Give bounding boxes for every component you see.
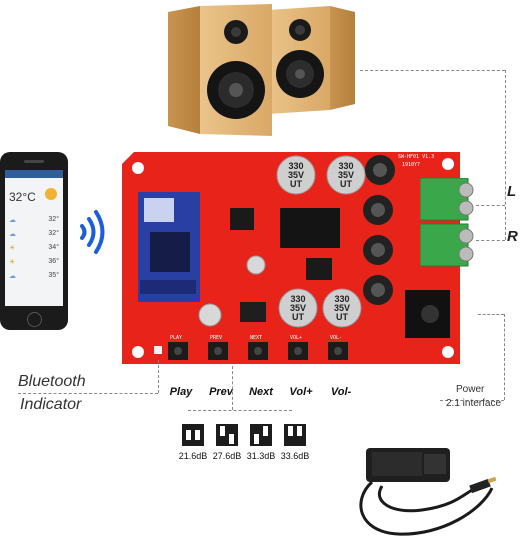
- jumper-pin: [254, 434, 259, 444]
- gain-jumper-1: [182, 424, 204, 446]
- speaker-terminal-block: [419, 177, 476, 268]
- forecast-icon: ☁: [9, 217, 16, 224]
- gain-label-3: 31.3dB: [246, 451, 276, 461]
- gain-jumper-group: 21.6dB 27.6dB 31.3dB 33.6dB: [176, 424, 316, 464]
- forecast-row: ☁35°: [9, 272, 59, 286]
- gain-jumper-3: [250, 424, 272, 446]
- silk-prev: PREV: [210, 335, 223, 341]
- phone-screen: 32°C ☁32° ☁32° ☀34° ☀36° ☁35°: [5, 170, 63, 306]
- forecast-icon: ☀: [9, 245, 16, 252]
- silk-play: PLAY: [170, 335, 183, 341]
- power-connector-v: [504, 314, 505, 400]
- phone-speaker-slot: [24, 160, 44, 163]
- forecast-icon: ☁: [9, 273, 16, 280]
- smartphone: 32°C ☁32° ☁32° ☀34° ☀36° ☁35°: [0, 152, 68, 330]
- channel-right-label: R: [507, 228, 518, 245]
- gain-jumper-2: [216, 424, 238, 446]
- board-date-text: 1910Y7: [402, 162, 421, 168]
- forecast-icon: ☁: [9, 231, 16, 238]
- button-label-play: Play: [169, 386, 193, 398]
- button-label-next: Next: [249, 386, 273, 398]
- jumper-pin: [186, 430, 191, 440]
- power-connector-h: [478, 314, 504, 315]
- power-connector-bottom: [440, 400, 504, 401]
- jumper-pin: [288, 426, 293, 436]
- silk-voldown: VOL-: [330, 335, 343, 341]
- phone-forecast-list: ☁32° ☁32° ☀34° ☀36° ☁35°: [9, 216, 59, 286]
- jumper-pin: [297, 426, 302, 436]
- silk-next: NEXT: [250, 335, 263, 341]
- channel-left-label: L: [507, 183, 517, 200]
- button-label-prev: Prev: [209, 386, 233, 398]
- gain-connector-v: [232, 366, 233, 410]
- forecast-icon: ☀: [9, 259, 16, 266]
- gain-jumper-4: [284, 424, 306, 446]
- bluetooth-indicator-connector-v: [158, 360, 159, 393]
- forecast-row: ☀36°: [9, 258, 59, 272]
- speaker-pair: [160, 0, 365, 138]
- speakers-illustration: [168, 4, 355, 136]
- forecast-row: ☀34°: [9, 244, 59, 258]
- gain-label-2: 27.6dB: [212, 451, 242, 461]
- capacitor-label-bottom-right: 330 35V UT: [333, 294, 350, 322]
- speaker-connector-right: [505, 70, 506, 240]
- capacitor-label-bottom-left: 330 35V UT: [289, 294, 306, 322]
- forecast-row: ☁32°: [9, 216, 59, 230]
- capacitor-label-top-right: 330 35V UT: [337, 161, 354, 189]
- board-model-text: SW-HF01 V1.3: [398, 154, 435, 160]
- connector-r: [476, 240, 505, 241]
- amplifier-board: SW-HF01 V1.3 1910Y7 330 35V UT 330 35V U…: [120, 150, 465, 370]
- bluetooth-indicator-line2: Indicator: [20, 396, 82, 413]
- weather-icon: [45, 188, 57, 200]
- gain-connector-h: [188, 410, 292, 411]
- bluetooth-indicator-connector: [18, 393, 158, 394]
- gain-label-1: 21.6dB: [178, 451, 208, 461]
- phone-status-bar: [5, 170, 63, 178]
- jumper-pin: [263, 426, 268, 436]
- power-adapter: [352, 440, 502, 540]
- button-label-vol-up: Vol+: [289, 386, 313, 398]
- power-label-line2: 2.1 interface: [446, 398, 502, 409]
- jumper-pin: [229, 434, 234, 444]
- button-label-vol-down: Vol-: [330, 386, 352, 398]
- silk-volup: VOL+: [290, 335, 303, 341]
- phone-home-button: [27, 312, 42, 327]
- bluetooth-indicator-line1: Bluetooth: [18, 373, 86, 390]
- gain-label-4: 33.6dB: [280, 451, 310, 461]
- phone-temperature: 32°C: [9, 190, 36, 204]
- connector-l: [476, 205, 505, 206]
- jumper-pin: [195, 430, 200, 440]
- power-label-line1: Power: [456, 384, 485, 395]
- speaker-connector-top: [360, 70, 505, 71]
- wireless-signal-icon: [78, 208, 108, 256]
- capacitor-label-top-left: 330 35V UT: [287, 161, 304, 189]
- forecast-row: ☁32°: [9, 230, 59, 244]
- jumper-pin: [220, 426, 225, 436]
